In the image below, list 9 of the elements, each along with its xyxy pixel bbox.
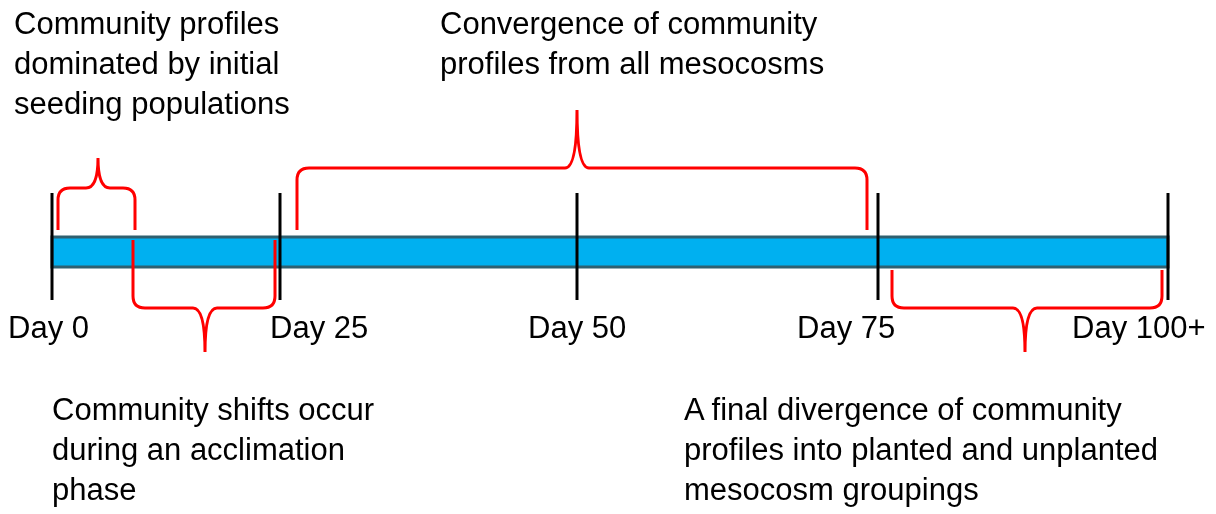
tick-label: Day 25: [270, 310, 369, 346]
annotation-text: Convergence of community profiles from all mesocosms: [440, 5, 826, 83]
tick-label: Day 50: [528, 310, 627, 346]
annotation-text: A final divergence of community profiles into planted and unplanted mesocosm groupings: [684, 391, 1159, 509]
tick-label: Day 100+: [1072, 310, 1206, 346]
annotation-text: Community profiles dominated by initial seeding populations: [14, 5, 291, 123]
tick-label: Day 0: [8, 310, 89, 346]
tick-label: Day 75: [797, 310, 896, 346]
annotation-text: Community shifts occur during an acclimation phase: [52, 391, 376, 509]
